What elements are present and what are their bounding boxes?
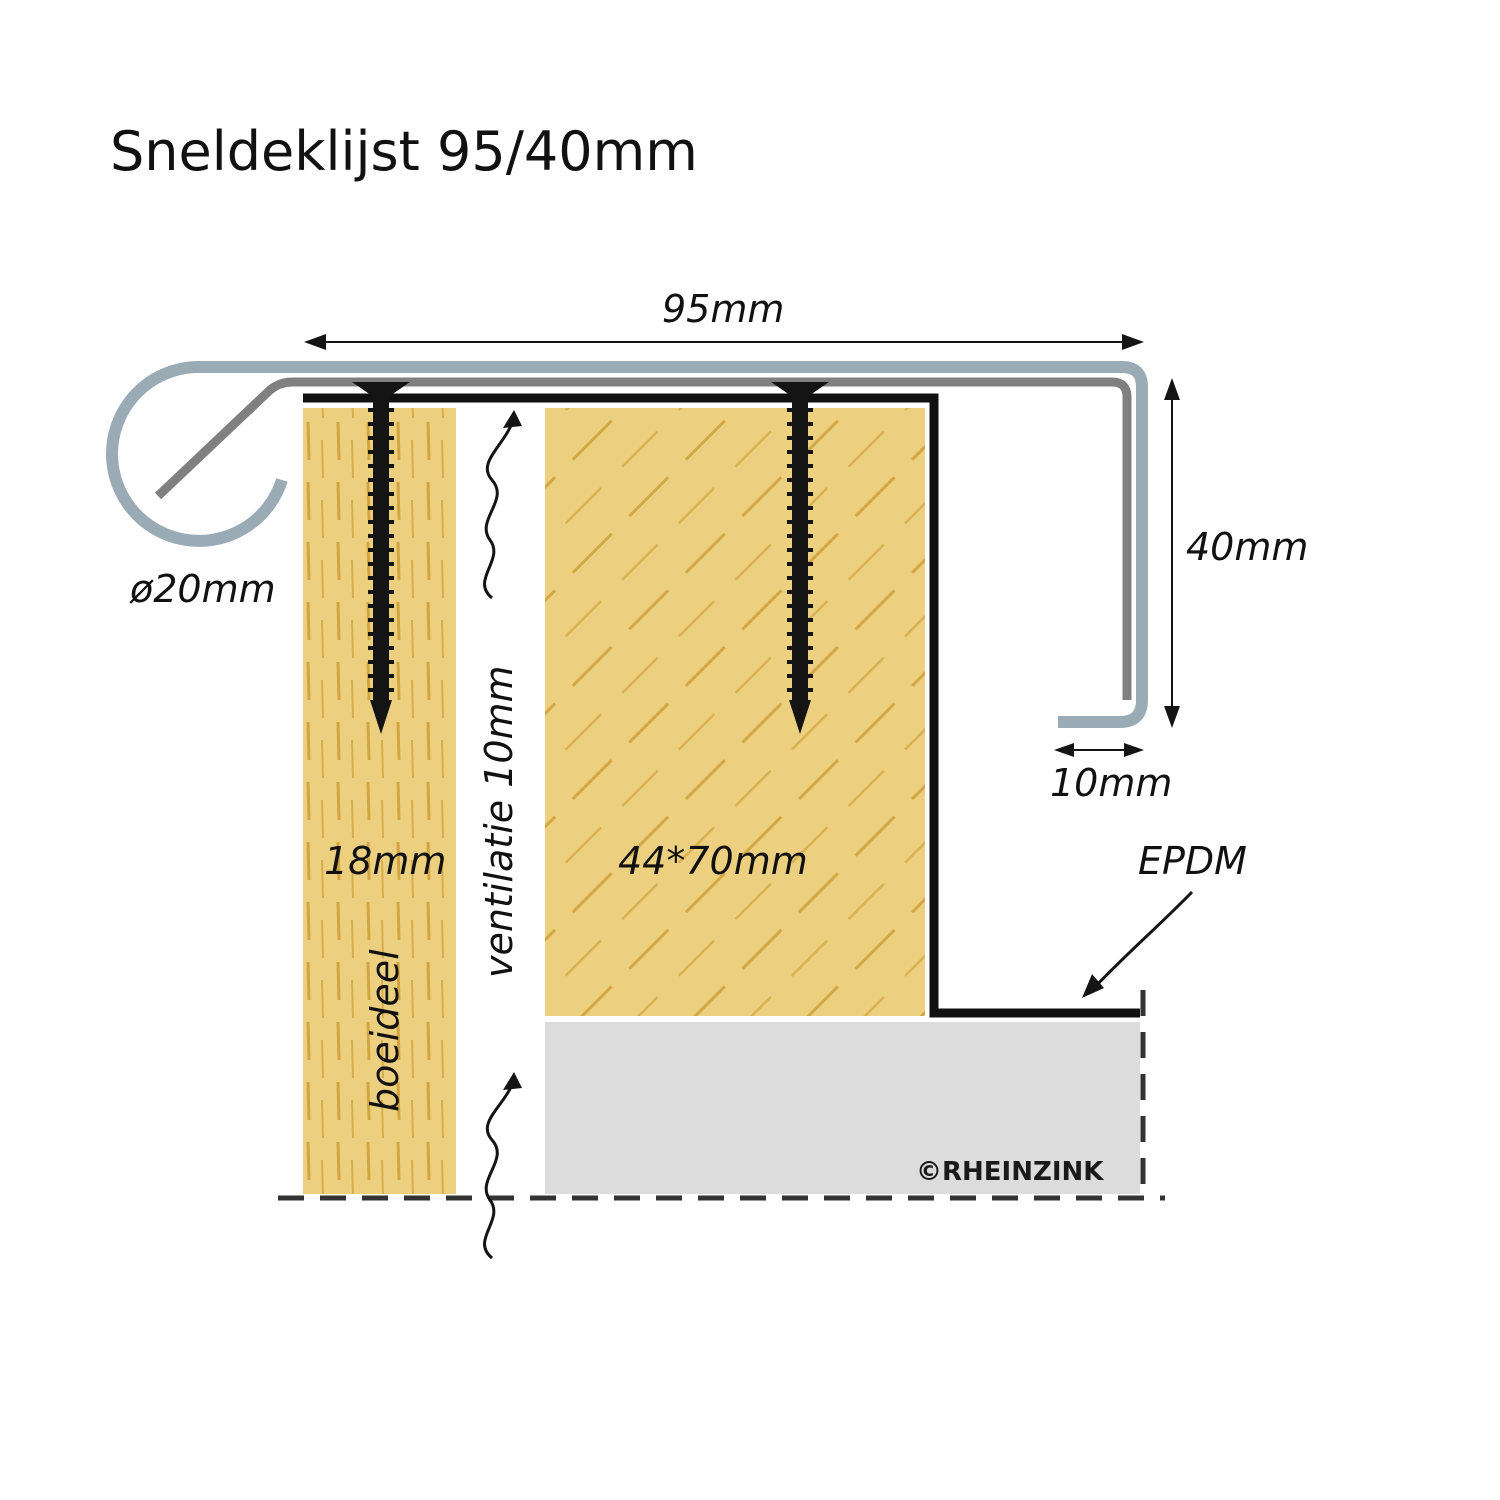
dimension-width-label: 95mm	[662, 287, 784, 331]
diameter-label: ø20mm	[129, 567, 276, 611]
page-title: Sneldeklijst 95/40mm	[110, 120, 698, 183]
dimension-height-label: 40mm	[1186, 525, 1308, 569]
coping-profile-inner	[154, 377, 1132, 700]
fascia-label: boeideel	[363, 949, 407, 1112]
dimension-width	[304, 334, 1144, 350]
copyright-mark: ©RHEINZINK	[916, 1157, 1104, 1187]
coping-profile-outer	[106, 361, 1148, 728]
screw-right	[771, 382, 829, 734]
dimension-flange-label: 10mm	[1050, 761, 1172, 805]
ventilation-label: ventilatie 10mm	[477, 665, 521, 978]
beam-grain	[545, 408, 925, 1016]
screw-left	[352, 382, 410, 734]
airflow-arrow-bottom	[483, 1072, 522, 1260]
dimension-flange	[1054, 743, 1144, 757]
epdm-membrane	[303, 393, 1140, 1018]
beam-size-label: 44*70mm	[618, 839, 808, 883]
fascia-thickness-label: 18mm	[324, 839, 446, 883]
dimension-height	[1164, 378, 1180, 728]
airflow-arrow-top	[483, 410, 522, 600]
membrane-leader-arrow	[1082, 890, 1194, 998]
concrete-block	[545, 1022, 1140, 1194]
membrane-label: EPDM	[1138, 839, 1247, 883]
